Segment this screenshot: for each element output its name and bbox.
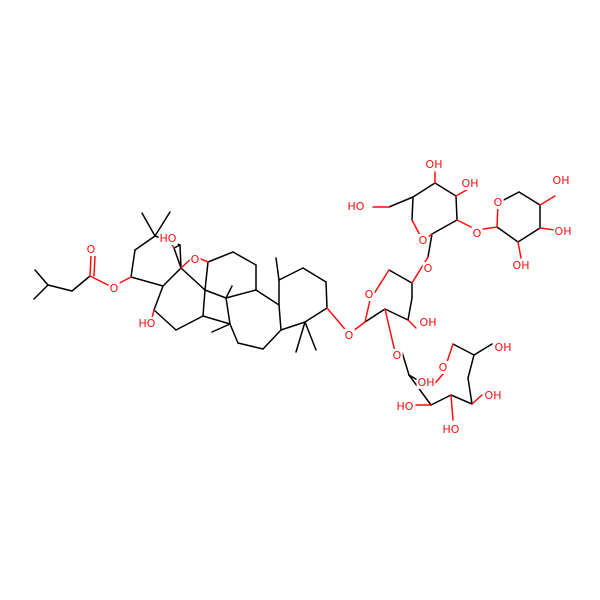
glycosidic-oxygen-label: O [424,262,433,275]
hydroxyl-label: OH [495,341,512,354]
label-background [395,400,415,413]
label-background [189,253,201,266]
hydroxyl-label: OH [420,316,437,329]
hydroxyl-label: HO [443,423,460,436]
label-background [108,282,120,295]
ring-oxygen-label: O [365,288,374,301]
hydroxyl-label: OH [485,389,502,402]
hydroxyl-label: HO [348,200,365,213]
glycosidic-oxygen-label: O [393,349,402,362]
label-background [483,389,503,402]
label-background [418,316,438,329]
label-background [158,232,178,245]
hydroxyl-label: OH [426,158,443,171]
label-background [343,329,355,342]
hydroxyl-label: OH [555,225,572,238]
glycosidic-oxygen-label: O [345,329,354,342]
label-background [137,317,157,330]
label-background [493,341,513,354]
hydroxyl-label: HO [139,317,156,330]
label-background [416,376,436,389]
label-background [391,349,403,362]
hydroxyl-label: OH [418,376,435,389]
ester-oxygen-label: O [110,282,119,295]
label-background [471,227,483,240]
carbon-skeleton-bonds [33,182,541,406]
hydroxyl-label: OH [462,177,479,190]
label-background [417,234,429,247]
label-background [511,259,531,272]
hydroxyl-label: HO [160,232,177,245]
atom-labels: O O HO HO O O O OH O O O OH OH HO O O OH… [85,158,573,436]
label-background [424,158,444,171]
label-background [492,196,504,209]
label-background [85,243,97,256]
glycosidic-oxygen-label: O [473,227,482,240]
label-background [441,423,461,436]
label-background [460,177,480,190]
label-background [422,262,434,275]
label-background [346,200,366,213]
ring-oxygen-label: O [439,361,448,374]
label-background [553,225,573,238]
ester-carbonyl-oxygen-label: O [87,243,96,256]
ether-oxygen-label: O [191,253,200,266]
hydroxyl-label: HO [397,400,414,413]
ring-oxygen-label: O [419,234,428,247]
ring-oxygen-label: O [494,196,503,209]
hydroxyl-label: OH [513,259,530,272]
label-background [363,288,375,301]
label-background [551,174,571,187]
label-background [437,361,449,374]
hydroxyl-label: OH [553,174,570,187]
